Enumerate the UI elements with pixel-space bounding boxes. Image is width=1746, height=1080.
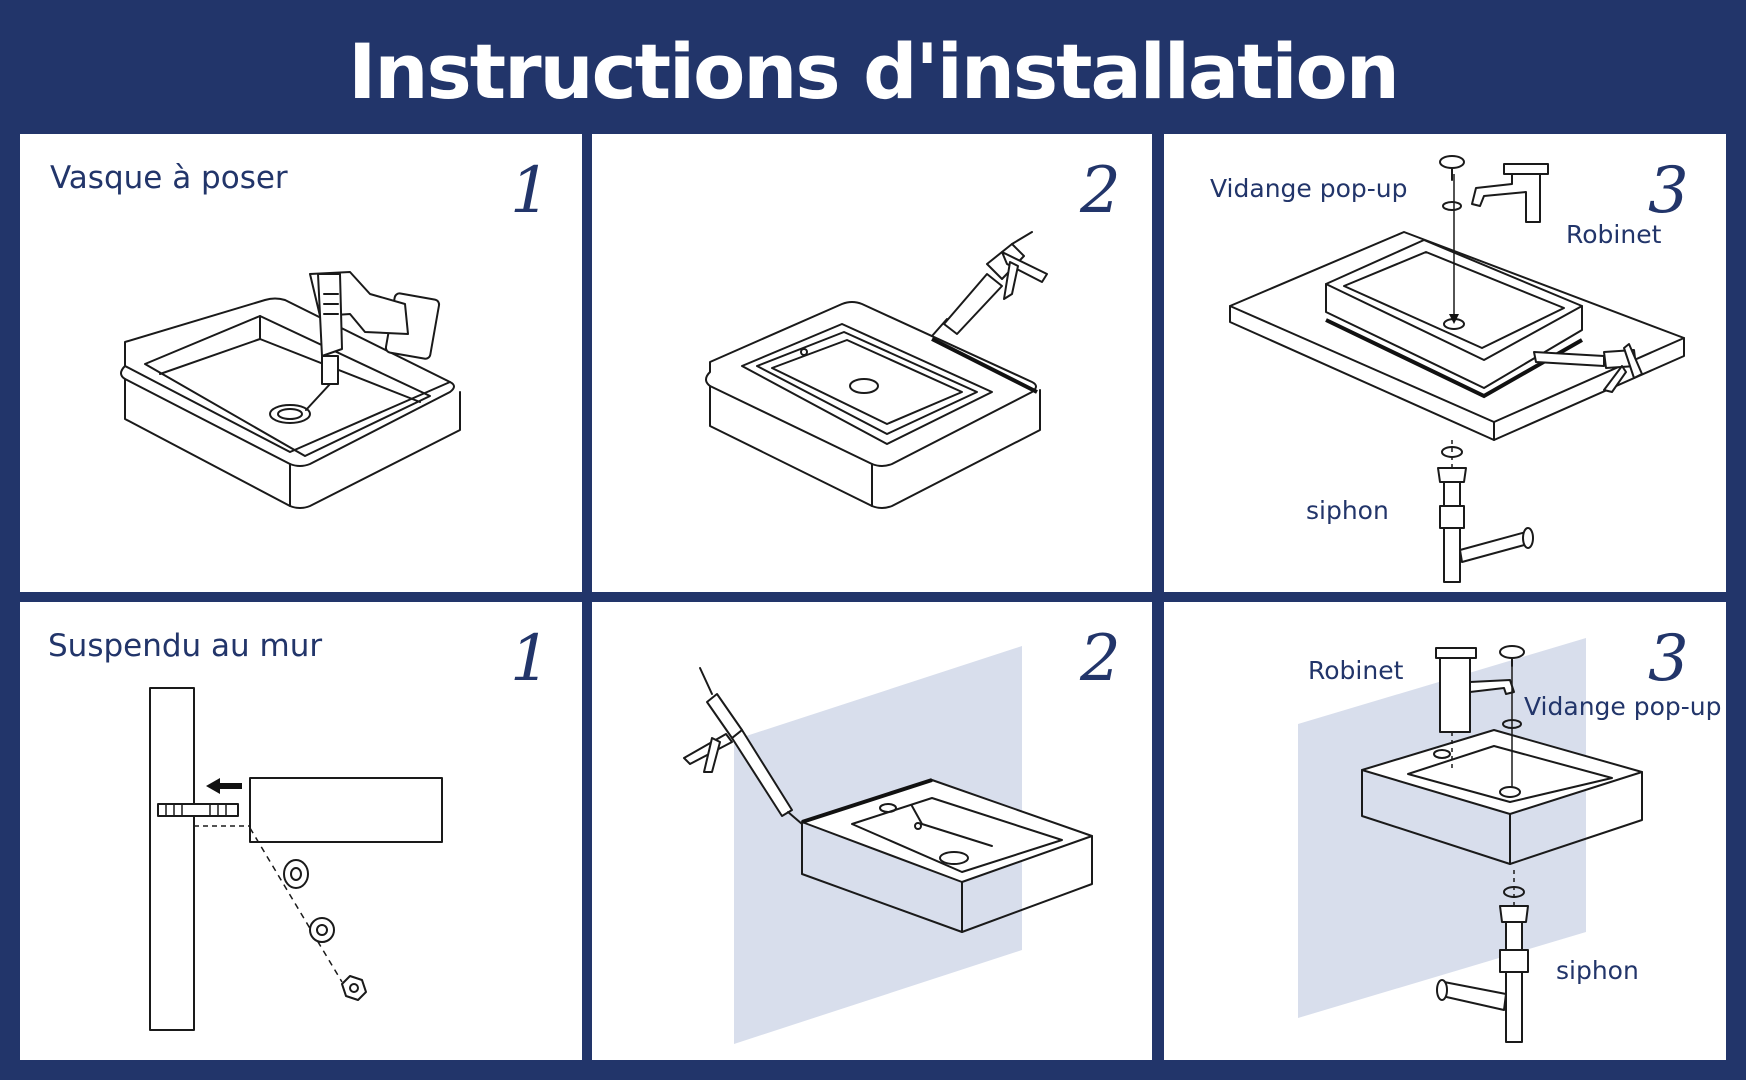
callout-robinet-bottom: Robinet (1308, 656, 1403, 685)
siphon-icon (1438, 468, 1533, 582)
sealant-sink-illustration (592, 134, 1152, 592)
panel-suspendu-step-3: Robinet Vidange pop-up siphon 3 (1164, 602, 1726, 1060)
page-title: Instructions d'installation (0, 22, 1746, 122)
step-number-2: 2 (1080, 154, 1121, 228)
step-number-1-wall: 1 (510, 622, 551, 696)
step-number-1: 1 (510, 154, 551, 228)
wall-bolt-illustration (20, 602, 582, 1060)
panel-suspendu-step-2: 2 (592, 602, 1152, 1060)
wall-assembly-illustration (1164, 602, 1726, 1060)
step-number-3-wall: 3 (1648, 622, 1689, 696)
wall-sealant-illustration (592, 602, 1152, 1060)
section-label-vasque: Vasque à poser (50, 160, 288, 196)
step-number-2-wall: 2 (1080, 622, 1121, 696)
callout-vidange-top: Vidange pop-up (1210, 174, 1408, 203)
panel-vasque-step-1: Vasque à poser 1 (20, 134, 582, 592)
drill-sink-illustration (20, 134, 582, 592)
callout-vidange-bottom: Vidange pop-up (1524, 692, 1722, 721)
wall-bolt-icon (158, 804, 238, 816)
callout-siphon-top: siphon (1306, 496, 1389, 525)
drill-icon (306, 272, 440, 410)
faucet-icon (1472, 164, 1548, 222)
section-label-suspendu: Suspendu au mur (48, 628, 322, 664)
panel-vasque-step-3: Vidange pop-up Robinet siphon 3 (1164, 134, 1726, 592)
panel-suspendu-step-1: Suspendu au mur 1 (20, 602, 582, 1060)
panel-vasque-step-2: 2 (592, 134, 1152, 592)
callout-siphon-bottom: siphon (1556, 956, 1639, 985)
step-number-3: 3 (1648, 154, 1689, 228)
caulk-gun-icon (932, 232, 1047, 336)
